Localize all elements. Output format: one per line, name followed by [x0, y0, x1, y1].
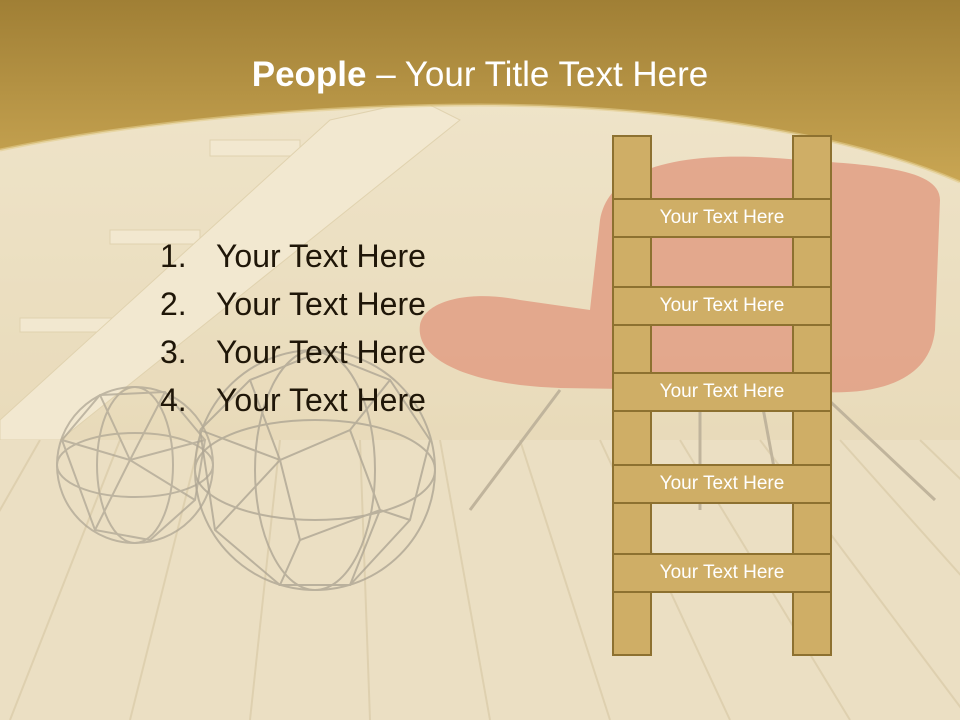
ladder-rung: Your Text Here	[612, 198, 832, 238]
list-item: 3. Your Text Here	[160, 328, 426, 376]
title-rest: Your Title Text Here	[404, 55, 709, 94]
list-number: 3.	[160, 334, 187, 370]
slide-title: People – Your Title Text Here	[0, 50, 960, 100]
list-text: Your Text Here	[216, 334, 426, 370]
header-band	[0, 0, 960, 182]
ladder-rung: Your Text Here	[612, 553, 832, 593]
list-text: Your Text Here	[216, 382, 426, 418]
title-separator: –	[366, 55, 405, 94]
list-number: 2.	[160, 286, 187, 322]
list-text: Your Text Here	[216, 286, 426, 322]
list-item: 4. Your Text Here	[160, 376, 426, 424]
list-number: 1.	[160, 238, 187, 274]
wire-sphere-small	[56, 386, 214, 544]
list-text: Your Text Here	[216, 238, 426, 274]
numbered-list: 1. Your Text Here 2. Your Text Here 3. Your…	[160, 232, 426, 424]
wire-sphere-large	[194, 349, 436, 591]
list-number: 4.	[160, 382, 187, 418]
ladder-rung: Your Text Here	[612, 464, 832, 504]
ladder-rung: Your Text Here	[612, 372, 832, 412]
title-bold: People	[251, 55, 367, 94]
list-item: 2. Your Text Here	[160, 280, 426, 328]
ladder-rung: Your Text Here	[612, 286, 832, 326]
list-item: 1. Your Text Here	[160, 232, 426, 280]
